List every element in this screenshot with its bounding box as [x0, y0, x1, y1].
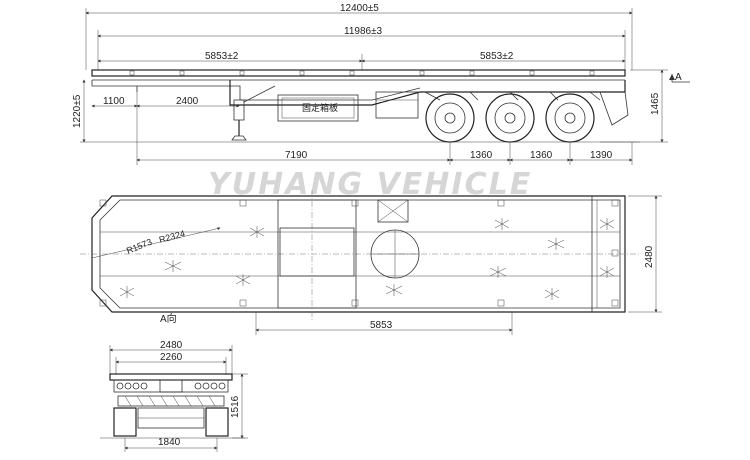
dim-rear-overhang: 1390	[590, 150, 613, 161]
dim-section-left: 5853±2	[205, 51, 239, 62]
dim-axle-spacing-2: 1360	[530, 150, 553, 161]
end-height: 1516	[230, 395, 241, 418]
end-wheel-track: 1840	[158, 437, 181, 448]
dim-section-right: 5853±2	[480, 51, 514, 62]
wheel-2	[485, 93, 535, 143]
end-overall-width: 2480	[160, 340, 183, 351]
radius-1-label: R1573	[125, 237, 153, 256]
watermark-text: YUHANG VEHICLE	[208, 167, 532, 202]
toolbox-label: 固定箱板	[302, 102, 338, 113]
dim-kingpin-to-leg: 2400	[176, 96, 199, 107]
dim-deck-height: 1220±5	[72, 94, 83, 128]
view-a-label: A向	[160, 312, 177, 325]
end-inner-width: 2260	[160, 352, 183, 363]
side-view: 12400±5 11986±3 5853±2 5853±2	[72, 3, 690, 165]
radius-2-label: R2324	[158, 228, 186, 245]
dim-kingpin-to-axle: 7190	[285, 150, 308, 161]
dim-total-height: 1465	[650, 92, 661, 115]
wheel-3	[545, 93, 595, 143]
dim-overall-length: 12400±5	[340, 3, 379, 14]
dim-front-offset: 1100	[103, 96, 125, 107]
dim-deck-length: 11986±3	[344, 26, 383, 37]
wheel-1	[425, 93, 475, 143]
top-view: R1573 R2324 2480 5853 A向	[80, 190, 662, 335]
top-kingpin-to-center: 5853	[370, 320, 393, 331]
end-view: 2480 2260 1516 1840	[100, 340, 248, 452]
top-width-label: 2480	[644, 245, 655, 268]
dim-axle-spacing-1: 1360	[470, 150, 493, 161]
view-marker-a: A	[675, 72, 682, 83]
